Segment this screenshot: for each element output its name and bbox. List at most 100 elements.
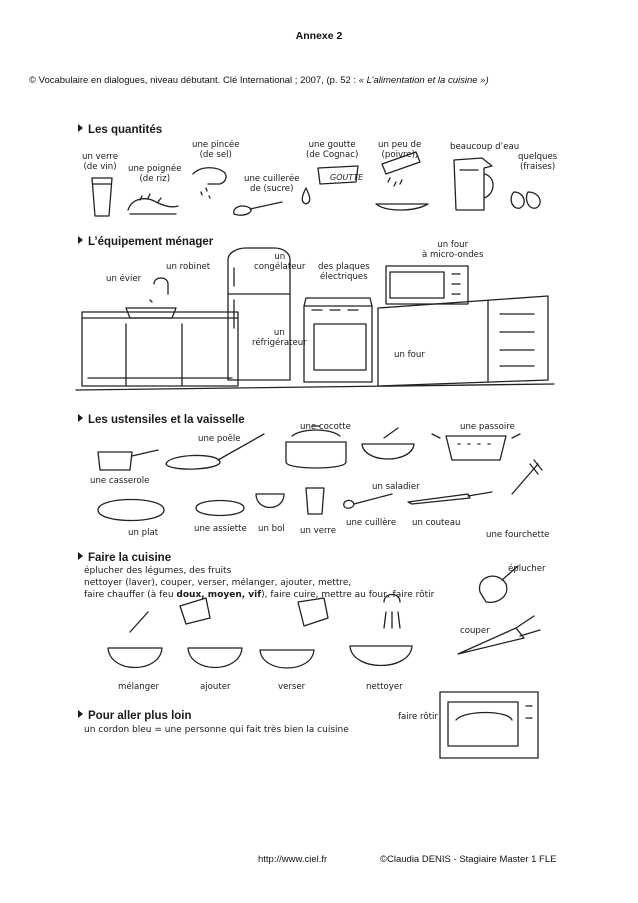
fridge-drawing xyxy=(227,247,291,381)
label-line: une cuillère xyxy=(346,518,397,528)
counter-right-drawing xyxy=(377,295,549,387)
label-line: congélateur xyxy=(254,262,306,272)
label-verre: un verre(de vin) xyxy=(82,152,118,172)
section-heading-ustensiles: Les ustensiles et la vaisselle xyxy=(78,414,245,426)
label-line: à micro-ondes xyxy=(422,250,484,260)
label-line: électriques xyxy=(320,272,368,282)
sink-cabinet-drawing xyxy=(81,311,239,387)
label-evier: un évier xyxy=(106,274,141,284)
label-line: de (sucre) xyxy=(249,184,294,194)
label-line: un verre xyxy=(300,526,337,536)
plate-drawing xyxy=(97,498,165,522)
label-four: un four xyxy=(394,350,425,360)
label-couteau: un couteau xyxy=(412,518,460,528)
citation-text: © Vocabulaire en dialogues, niveau début… xyxy=(29,75,359,86)
label-verser: verser xyxy=(278,682,305,692)
page-title: Annexe 2 xyxy=(295,30,343,42)
goutte-text: GOUTTE xyxy=(330,173,364,182)
section-heading-equipement: L’équipement ménager xyxy=(78,236,213,248)
label-bol: un bol xyxy=(258,524,285,534)
peeling-drawing xyxy=(478,565,519,603)
label-faire-rotir: faire rôtir xyxy=(398,712,438,722)
glass-drawing xyxy=(91,177,113,217)
label-line: (de Cognac) xyxy=(306,150,359,160)
heading-text: Pour aller plus loin xyxy=(88,710,192,722)
label-line: quelques xyxy=(518,152,558,162)
label-line: un four xyxy=(394,350,425,360)
triangle-bullet-icon xyxy=(78,236,83,244)
label-line: (de sel) xyxy=(199,150,232,160)
strawberries-drawing xyxy=(510,191,541,209)
label-line: nettoyer xyxy=(366,682,403,692)
footer-credit: ©Claudia DENIS - Stagiaire Master 1 FLE xyxy=(380,854,557,865)
line-part-bold: doux, moyen, vif xyxy=(176,590,262,600)
label-line: réfrigérateur xyxy=(252,338,307,348)
heading-text: L’équipement ménager xyxy=(88,236,214,248)
knife-drawing xyxy=(407,491,493,505)
label-line: un verre xyxy=(82,152,119,162)
sink-drawing xyxy=(125,277,177,319)
microwave-drawing xyxy=(385,265,469,305)
label-line: une cocotte xyxy=(300,422,351,432)
colander-drawing xyxy=(431,433,521,461)
label-line: une cuillerée xyxy=(244,174,300,184)
glass-small-drawing xyxy=(305,487,325,515)
line-part: ), faire cuire, mettre au four, faire rô… xyxy=(261,590,435,600)
drop-drawing xyxy=(301,165,359,205)
label-line: un plat xyxy=(128,528,159,538)
label-line: (de vin) xyxy=(83,162,117,172)
label-line: une casserole xyxy=(90,476,150,486)
carrot-drawing xyxy=(457,615,541,655)
label-line: une assiette xyxy=(194,524,247,534)
spoon-drawing xyxy=(233,201,283,216)
label-poele: une poêle xyxy=(198,434,241,444)
fork-drawing xyxy=(511,459,543,495)
adding-bowl-drawing xyxy=(179,597,243,668)
label-line: un robinet xyxy=(166,262,211,272)
label-line: une poêle xyxy=(198,434,241,444)
floor-line-drawing xyxy=(75,383,555,391)
spoon-utensil-drawing xyxy=(343,493,393,509)
hand-handful-drawing xyxy=(127,193,179,215)
heading-text: Les ustensiles et la vaisselle xyxy=(88,414,245,426)
label-verre-vaisselle: un verre xyxy=(300,526,336,536)
label-passoire: une passoire xyxy=(460,422,515,432)
label-line: des plaques xyxy=(318,262,370,272)
label-line: ajouter xyxy=(200,682,231,692)
triangle-bullet-icon xyxy=(78,552,83,560)
cuisine-line-1: éplucher des légumes, des fruits xyxy=(84,566,232,576)
label-line: éplucher xyxy=(508,564,546,574)
section-heading-cuisine: Faire la cuisine xyxy=(78,552,171,564)
label-poignee: une poignée(de riz) xyxy=(128,164,182,184)
label-line: un peu de xyxy=(378,140,422,150)
cuisine-line-2: nettoyer (laver), couper, verser, mélang… xyxy=(84,578,352,588)
label-line: un couteau xyxy=(412,518,461,528)
salad-bowl-drawing xyxy=(361,427,415,460)
washing-bowl-drawing xyxy=(349,593,413,666)
vocabulary-illustration: GOUTTE Les quantités un verre(de vin) un… xyxy=(68,118,564,768)
label-line: une passoire xyxy=(460,422,515,432)
casserole-drawing xyxy=(285,425,347,469)
triangle-bullet-icon xyxy=(78,124,83,132)
section-heading-quantites: Les quantités xyxy=(78,124,162,136)
pepper-mill-drawing xyxy=(375,151,429,211)
label-melanger: mélanger xyxy=(118,682,159,692)
label-line: un saladier xyxy=(372,482,420,492)
label-robinet: un robinet xyxy=(166,262,210,272)
illustration-drawings: GOUTTE xyxy=(75,151,555,759)
frying-pan-drawing xyxy=(165,433,265,470)
label-fourchette: une fourchette xyxy=(486,530,549,540)
label-cocotte: une cocotte xyxy=(300,422,351,432)
label-assiette: une assiette xyxy=(194,524,247,534)
stove-drawing xyxy=(303,297,373,383)
citation-chapter: « L’alimentation et la cuisine ») xyxy=(358,75,489,86)
source-citation: © Vocabulaire en dialogues, niveau début… xyxy=(29,75,619,86)
label-pincee: une pincée(de sel) xyxy=(192,140,240,160)
label-line: une fourchette xyxy=(486,530,550,540)
heading-text: Faire la cuisine xyxy=(88,552,172,564)
label-line: un xyxy=(273,328,285,338)
label-line: un xyxy=(274,252,286,262)
label-line: une poignée xyxy=(128,164,182,174)
